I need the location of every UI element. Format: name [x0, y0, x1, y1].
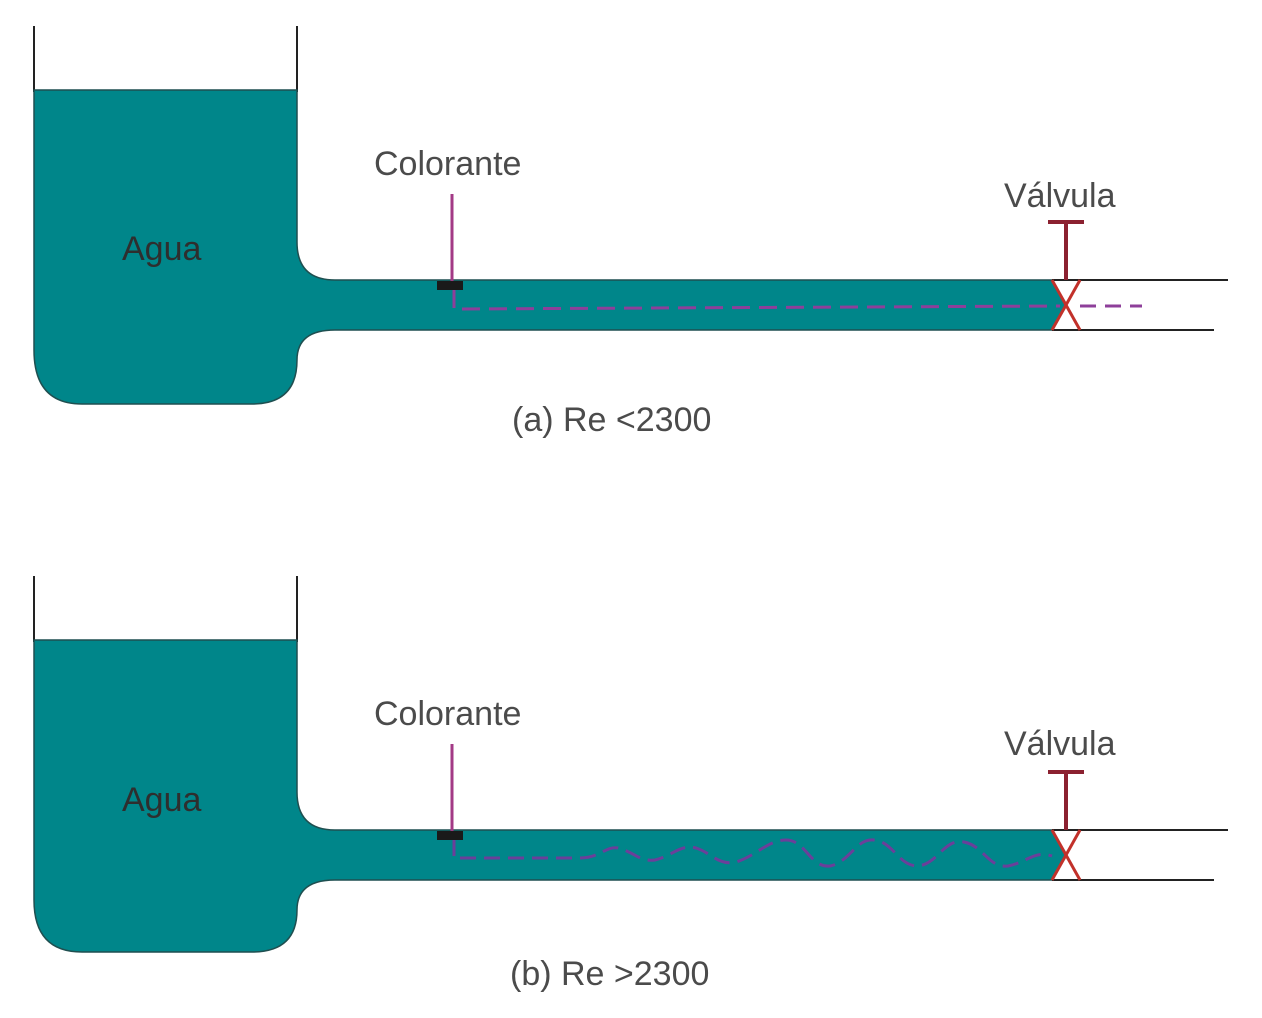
caption: (b) Re >2300 — [510, 955, 709, 993]
water-tank-and-pipe — [33, 639, 1067, 953]
valve — [1048, 770, 1084, 881]
water-label: Agua — [122, 781, 201, 819]
dye-streak-laminar — [452, 290, 1061, 311]
water-tank-and-pipe — [33, 89, 1067, 405]
dye-label: Colorante — [374, 695, 521, 733]
caption: (a) Re <2300 — [512, 401, 711, 439]
valve-label: Válvula — [1004, 725, 1116, 763]
panel-a-laminar: Agua Colorante Válvula (a) Re <2300 — [33, 26, 1228, 439]
valve — [1048, 220, 1084, 331]
water-label: Agua — [122, 230, 201, 268]
dye-streak-turbulent — [452, 838, 1053, 868]
dye-injector-nozzle — [437, 281, 463, 290]
dye-label: Colorante — [374, 145, 521, 183]
valve-label: Válvula — [1004, 177, 1116, 215]
panel-b-turbulent: Agua Colorante Válvula (b) Re >2300 — [33, 576, 1228, 993]
dye-injector-nozzle — [437, 831, 463, 840]
